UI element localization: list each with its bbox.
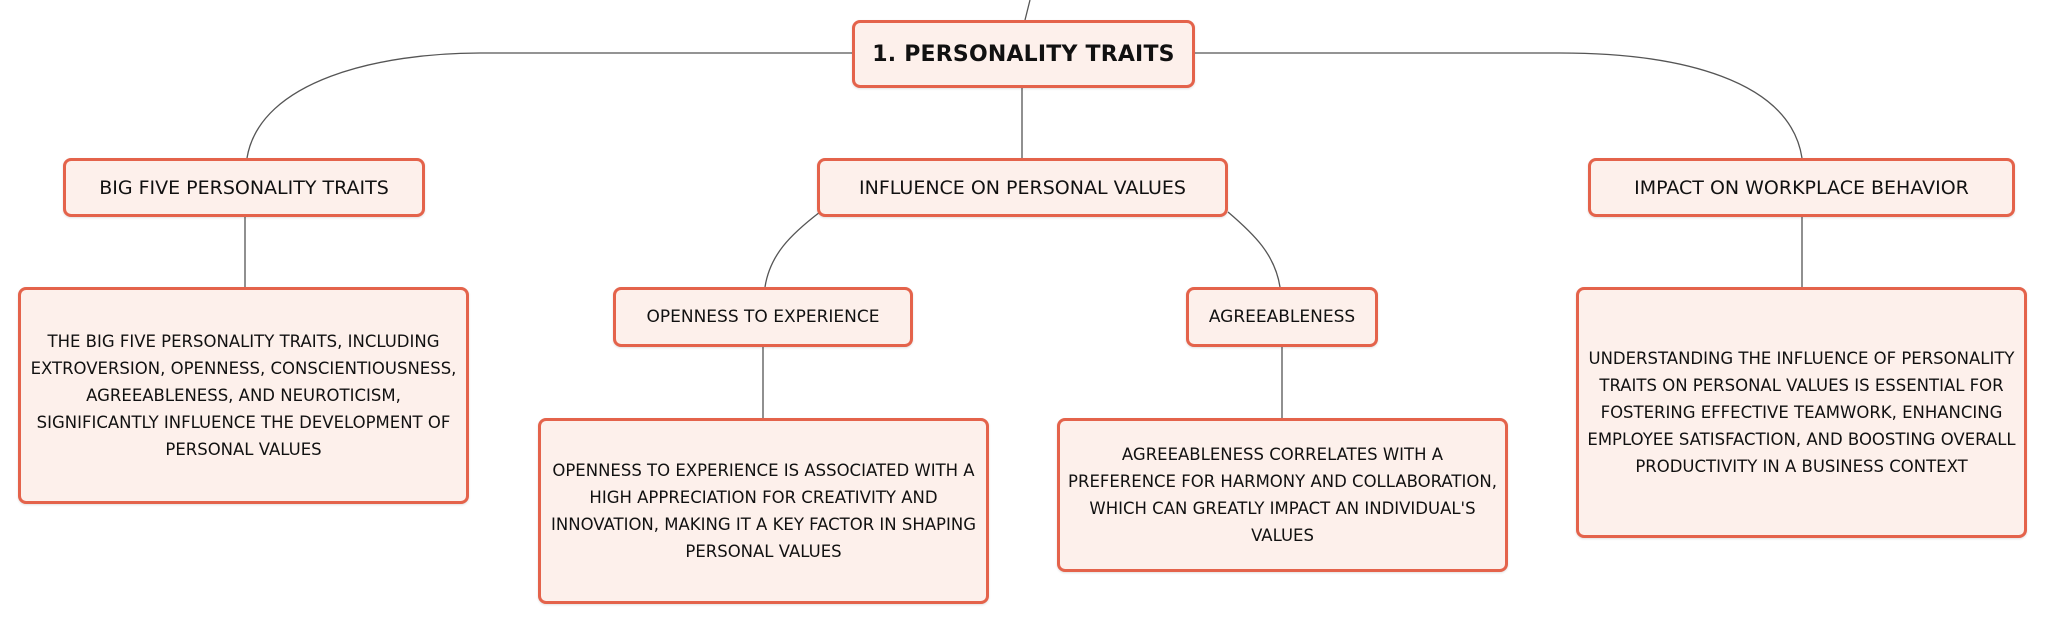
connector-parent-to-root [1024, 0, 1031, 21]
description-text: OPENNESS TO EXPERIENCE IS ASSOCIATED WIT… [551, 461, 976, 561]
root-node-label: 1. PERSONALITY TRAITS [872, 41, 1175, 67]
node-openness-to-experience[interactable]: OPENNESS TO EXPERIENCE [613, 287, 913, 347]
connector-root-to-big-five [246, 52, 852, 159]
node-influence-on-personal-values[interactable]: INFLUENCE ON PERSONAL VALUES [817, 158, 1228, 217]
node-label: AGREEABLENESS [1208, 307, 1356, 327]
description-agreeableness[interactable]: AGREEABLENESS CORRELATES WITH A PREFEREN… [1057, 418, 1508, 572]
node-big-five-personality-traits[interactable]: BIG FIVE PERSONALITY TRAITS [63, 158, 425, 217]
node-impact-on-workplace-behavior[interactable]: IMPACT ON WORKPLACE BEHAVIOR [1588, 158, 2015, 217]
connector-root-to-workplace [1195, 52, 1803, 159]
node-label: OPENNESS TO EXPERIENCE [646, 307, 880, 327]
description-openness[interactable]: OPENNESS TO EXPERIENCE IS ASSOCIATED WIT… [538, 418, 989, 604]
description-text: THE BIG FIVE PERSONALITY TRAITS, INCLUDI… [30, 332, 457, 459]
description-workplace[interactable]: UNDERSTANDING THE INFLUENCE OF PERSONALI… [1576, 287, 2027, 538]
root-node[interactable]: 1. PERSONALITY TRAITS [852, 20, 1195, 88]
node-label: IMPACT ON WORKPLACE BEHAVIOR [1634, 176, 1969, 199]
description-text: AGREEABLENESS CORRELATES WITH A PREFEREN… [1068, 445, 1497, 545]
node-label: INFLUENCE ON PERSONAL VALUES [859, 176, 1186, 199]
description-big-five[interactable]: THE BIG FIVE PERSONALITY TRAITS, INCLUDI… [18, 287, 469, 504]
connector-influence-to-openness [764, 211, 821, 288]
description-text: UNDERSTANDING THE INFLUENCE OF PERSONALI… [1587, 349, 2016, 476]
connector-influence-to-agreeableness [1227, 211, 1281, 288]
node-agreeableness[interactable]: AGREEABLENESS [1186, 287, 1378, 347]
node-label: BIG FIVE PERSONALITY TRAITS [99, 176, 389, 199]
